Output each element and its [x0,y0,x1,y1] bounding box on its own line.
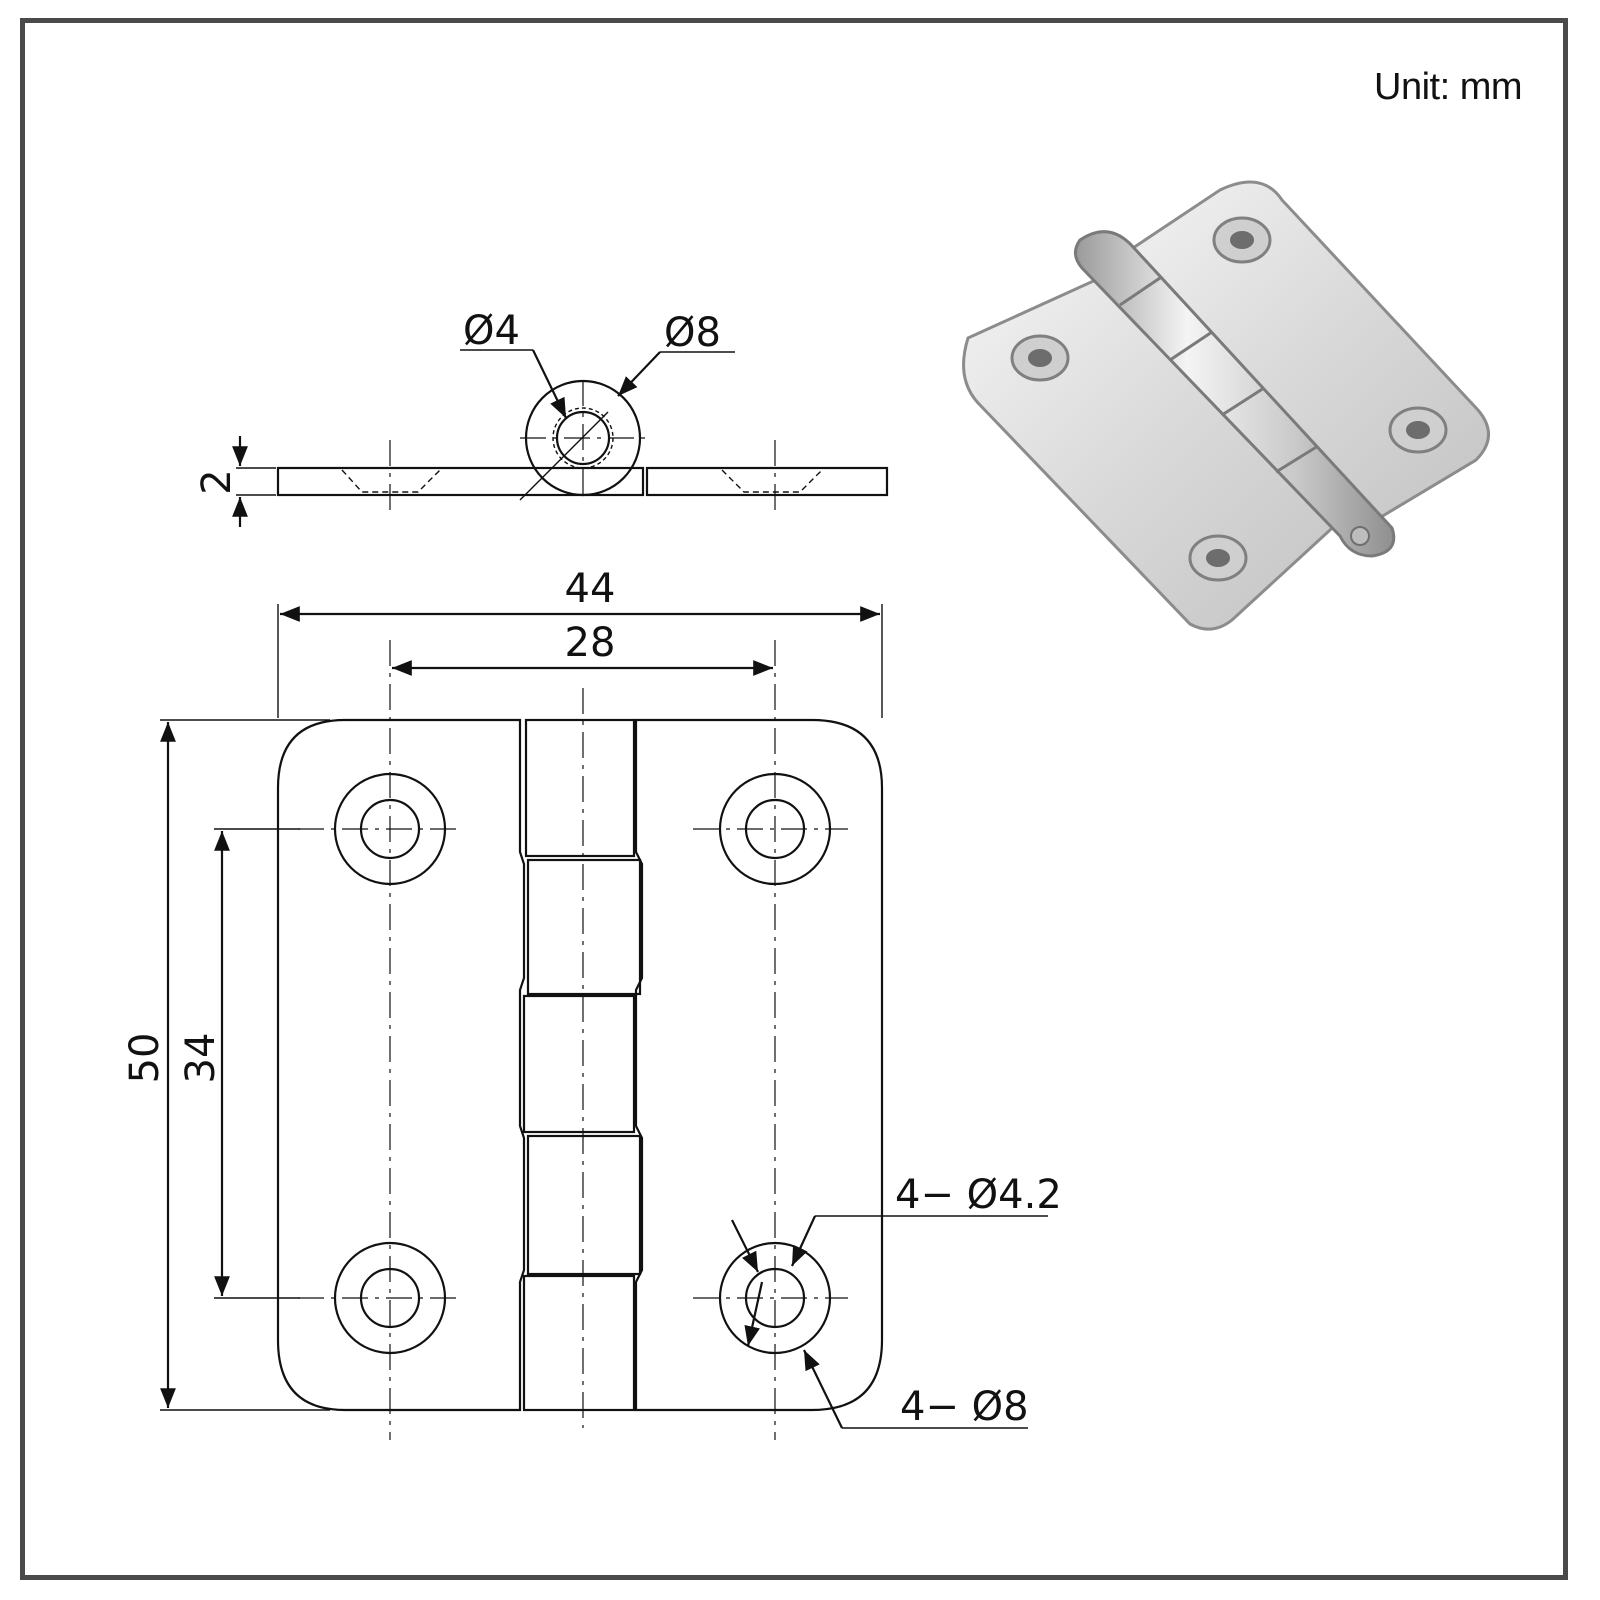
countersink-leader [803,1349,843,1429]
left-leaf [276,718,526,1412]
side-countersink-left [341,469,441,493]
knuckle-3 [522,994,636,1134]
hole-bottom-right [718,1241,832,1355]
hole-top-left [333,772,447,886]
side-view: 2 Ø4 Ø8 [194,308,889,527]
pin-diameter-label: Ø4 [463,308,520,354]
photo-holes [1010,216,1448,582]
knuckle-2 [526,858,642,996]
unit-label: Unit: mm [1374,66,1523,108]
front-view: 44 28 50 34 4− Ø4.2 4− Ø8 [122,566,1062,1440]
hole-spacing-width-label: 28 [565,620,616,666]
hole-bottom-left [333,1241,447,1355]
hinge-photo [962,180,1490,631]
photo-knuckle [1074,230,1396,558]
knuckle-5 [522,1274,636,1412]
hole-diameter-leader [791,1215,816,1267]
hole-diameter-label: 4− Ø4.2 [895,1172,1062,1218]
hole-top-right [718,772,832,886]
side-right-leaf [645,466,889,497]
thickness-label: 2 [194,469,240,494]
hole-spacing-height-label: 34 [178,1033,224,1084]
overall-width-label: 44 [565,566,616,612]
knuckle-diameter-label: Ø8 [664,310,721,356]
countersink-diameter-label: 4− Ø8 [900,1384,1029,1430]
knuckle-leader [617,351,661,397]
knuckle-4 [526,1134,642,1276]
side-countersink-right [721,469,823,493]
overall-height-label: 50 [122,1033,168,1084]
knuckle-hatch [519,411,609,501]
knuckle-1 [524,718,636,858]
pin-leader [532,349,567,419]
side-left-leaf [276,466,645,497]
right-leaf [634,718,884,1412]
photo-pin-end [1350,526,1370,546]
